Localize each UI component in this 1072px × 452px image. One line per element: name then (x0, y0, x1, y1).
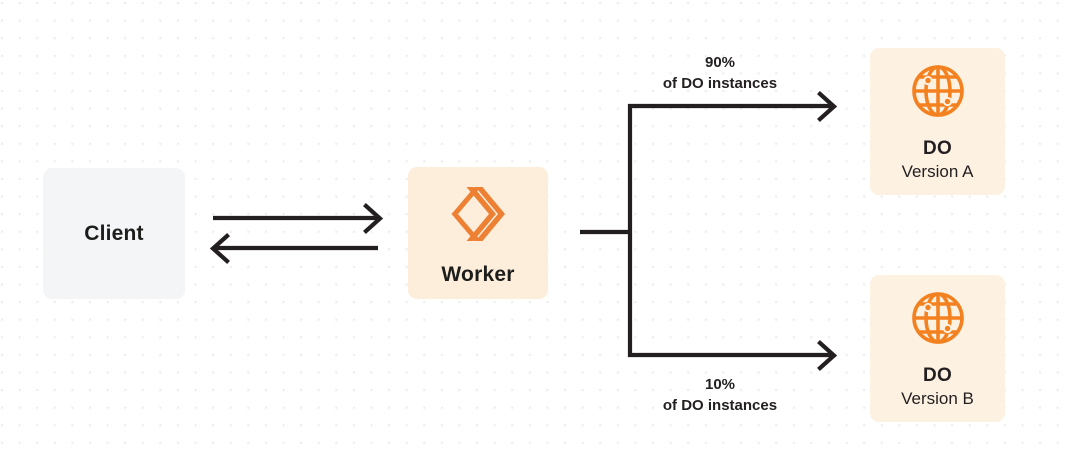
node-do-b-title: DO (922, 365, 953, 387)
cloudflare-workers-icon (445, 181, 511, 247)
edge-label-do-a-percent: 90% (704, 54, 736, 71)
node-worker[interactable]: Worker (408, 167, 548, 299)
arrow-branch-to-do-b (628, 340, 838, 371)
node-do-version-b[interactable]: DO Version B (870, 275, 1005, 422)
edge-label-do-b-caption: of DO instances (662, 397, 778, 415)
node-do-version-a[interactable]: DO Version A (870, 48, 1005, 195)
edge-label-do-b: 10% of DO instances (612, 374, 828, 417)
globe-icon (909, 62, 967, 120)
arrow-client-to-worker (213, 203, 384, 234)
edge-label-do-a-caption: of DO instances (662, 75, 778, 93)
connector-worker-branch (580, 104, 633, 357)
arrow-worker-to-client (209, 233, 378, 264)
node-client-label: Client (84, 221, 144, 245)
edge-label-do-a: 90% of DO instances (612, 52, 828, 95)
arrow-branch-to-do-a (628, 91, 838, 122)
edge-label-do-b-percent: 10% (704, 376, 736, 393)
node-do-a-title: DO (922, 138, 953, 160)
node-do-b-subtitle: Version B (901, 388, 974, 408)
node-client[interactable]: Client (43, 168, 185, 299)
node-do-a-subtitle: Version A (901, 161, 974, 181)
node-worker-label: Worker (441, 263, 515, 286)
globe-icon (909, 289, 967, 347)
